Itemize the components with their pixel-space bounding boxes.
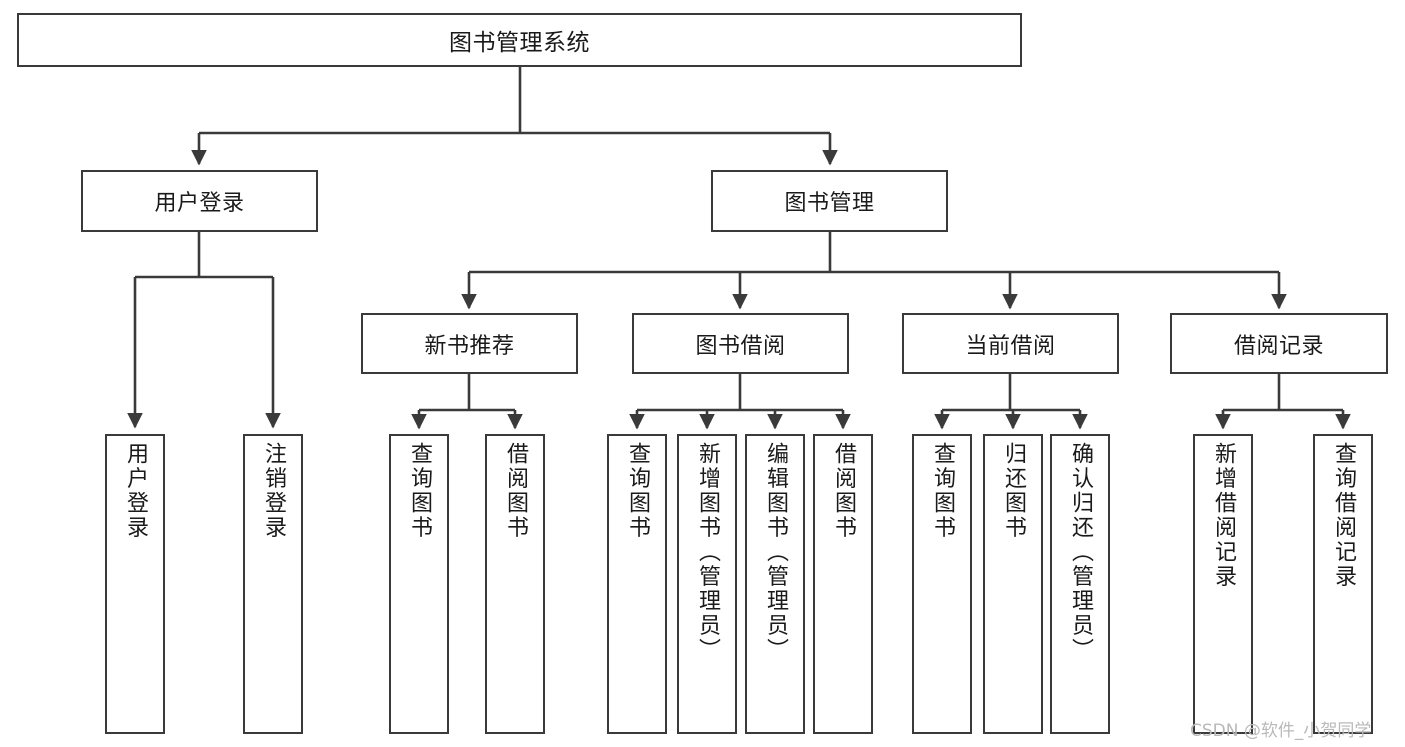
node-label: 新书推荐 (424, 333, 515, 359)
leaf-current-confirm-return-admin[interactable]: 确认归还（管理员） (1050, 434, 1110, 734)
leaf-new-book-borrow-book[interactable]: 借阅图书 (485, 434, 545, 734)
node-label: 查询借阅记录 (1330, 442, 1356, 589)
node-root-book-management-system[interactable]: 图书管理系统 (17, 13, 1022, 67)
node-label: 新增图书（管理员） (694, 442, 720, 663)
leaf-borrow-add-book-admin[interactable]: 新增图书（管理员） (677, 434, 737, 734)
leaf-user-login-login[interactable]: 用户登录 (105, 434, 165, 734)
node-book-borrowing[interactable]: 图书借阅 (632, 313, 849, 374)
node-book-management[interactable]: 图书管理 (711, 170, 948, 232)
node-label: 用户登录 (122, 442, 148, 540)
node-label: 图书管理 (784, 191, 875, 216)
node-label: 当前借阅 (965, 333, 1056, 359)
node-current-borrowing[interactable]: 当前借阅 (902, 313, 1119, 374)
node-label: 注销登录 (260, 442, 286, 540)
node-label: 图书管理系统 (449, 30, 590, 56)
node-label: 编辑图书（管理员） (762, 442, 788, 663)
leaf-user-login-logout[interactable]: 注销登录 (243, 434, 303, 734)
leaf-borrow-edit-book-admin[interactable]: 编辑图书（管理员） (745, 434, 805, 734)
node-label: 归还图书 (1000, 442, 1026, 540)
node-user-login[interactable]: 用户登录 (81, 170, 318, 232)
node-label: 确认归还（管理员） (1067, 442, 1093, 663)
leaf-current-query-book[interactable]: 查询图书 (912, 434, 972, 734)
leaf-current-return-book[interactable]: 归还图书 (983, 434, 1043, 734)
node-label: 借阅图书 (502, 442, 528, 540)
node-label: 用户登录 (154, 191, 245, 216)
node-label: 借阅图书 (830, 442, 856, 540)
node-borrowing-records[interactable]: 借阅记录 (1170, 313, 1388, 374)
leaf-borrow-borrow-book[interactable]: 借阅图书 (813, 434, 873, 734)
node-label: 查询图书 (929, 442, 955, 540)
leaf-records-add-record[interactable]: 新增借阅记录 (1193, 434, 1253, 734)
node-label: 查询图书 (624, 442, 650, 540)
node-label: 查询图书 (406, 442, 432, 540)
leaf-new-book-query-book[interactable]: 查询图书 (389, 434, 449, 734)
node-label: 新增借阅记录 (1210, 442, 1236, 589)
node-label: 图书借阅 (695, 333, 786, 359)
node-new-book-recommendation[interactable]: 新书推荐 (361, 313, 578, 374)
node-label: 借阅记录 (1233, 333, 1324, 359)
leaf-borrow-query-book[interactable]: 查询图书 (607, 434, 667, 734)
leaf-records-query-record[interactable]: 查询借阅记录 (1313, 434, 1373, 734)
